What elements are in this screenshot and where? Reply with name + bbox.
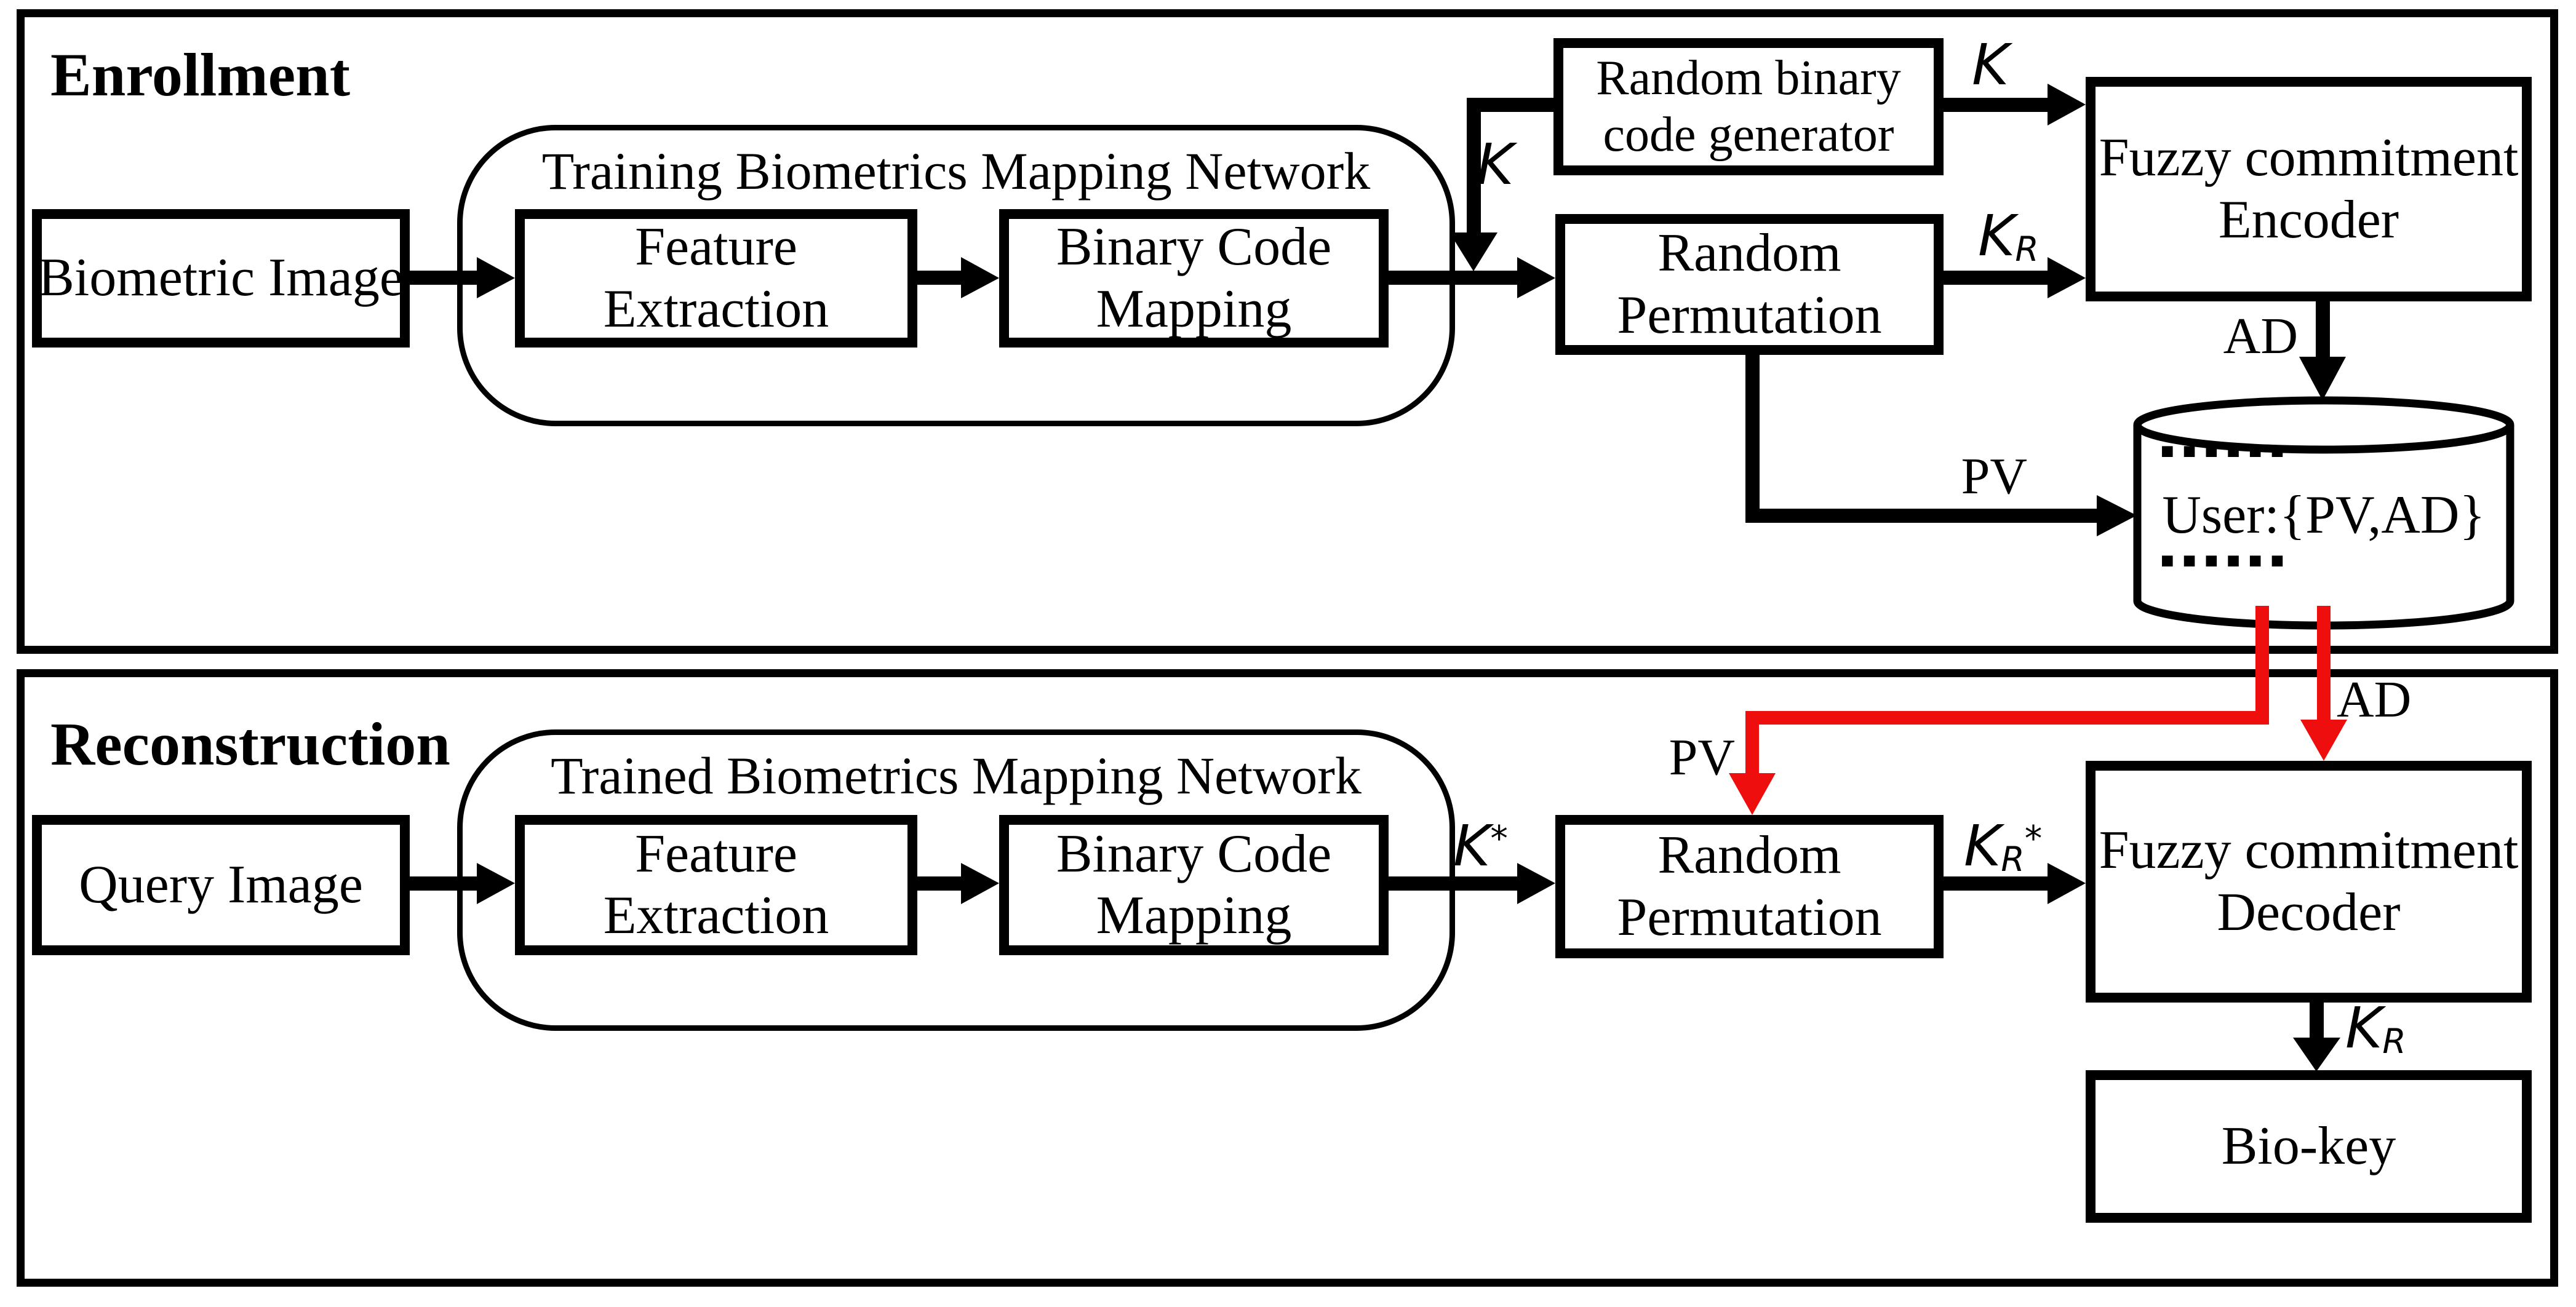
random-permutation-box-recon: Random Permutation [1555,815,1944,958]
arrowhead-fe-to-bcm-recon [961,863,999,904]
label-k-train: K [1477,132,1514,197]
training-network-label: Training Biometrics Mapping Network [541,141,1371,201]
arrowhead-generator-to-encoder [2048,84,2086,125]
fuzzy-commitment-decoder-box: Fuzzy commitment Decoder [2086,761,2532,1003]
black-connectors [410,84,2346,1071]
database-dots-bottom: ■■■■■■ [2161,552,2293,568]
red-arrowhead-pv [1729,773,1776,815]
enrollment-title: Enrollment [50,41,351,109]
red-ad-vertical-from-db [2317,606,2331,720]
feature-extraction-box-recon: Feature Extraction [515,815,917,955]
fuzzy-commitment-encoder-box: Fuzzy commitment Encoder [2086,77,2532,301]
label-k-to-encoder: K [1972,32,2009,98]
arrow-permutation-to-encoder [1944,271,2048,285]
arrow-generator-to-encoder [1944,98,2048,112]
random-binary-code-generator-box: Random binary code generator [1553,38,1944,175]
label-k-star: K* [1453,813,1508,879]
arrowhead-fe-to-bcm [961,257,999,298]
binary-code-mapping-box-recon: Binary Code Mapping [999,815,1389,955]
database-dots-top: ■■■■■■ [2161,443,2293,459]
arrowhead-permutation-to-decoder [2048,863,2086,904]
binary-code-mapping-box-enroll: Binary Code Mapping [999,209,1389,348]
label-pv-store: PV [1961,448,2027,505]
arrowhead-pv-to-database [2097,495,2137,536]
arrowhead-bcm-to-permutation [1517,257,1555,298]
arrow-bcm-to-permutation-recon [1389,876,1517,891]
arrowhead-encoder-to-database [2299,357,2346,400]
label-kr-output: KR [2345,995,2406,1062]
red-pv-horizontal [1745,711,2269,725]
red-arrowhead-ad [2300,720,2347,761]
database-cylinder [2133,396,2514,630]
pv-line-vertical [1745,355,1760,523]
arrowhead-decoder-to-biokey [2293,1038,2340,1071]
reconstruction-title: Reconstruction [50,710,450,778]
query-image-label: Query Image [79,854,363,915]
database-cylinder-top [2133,396,2514,454]
red-pv-drop [1745,711,1759,773]
k-train-line-horizontal [1467,98,1553,112]
label-ad-retrieved: AD [2337,671,2412,728]
arrow-biometric-to-fe [410,271,477,285]
biometric-image-box: Biometric Image [32,209,410,348]
bio-key-box: Bio-key [2086,1070,2532,1223]
random-permutation-box-enroll: Random Permutation [1555,214,1944,355]
arrow-decoder-to-biokey [2310,1003,2324,1038]
database-record: User:{PV,AD} [2162,485,2486,545]
label-kr-to-encoder: KR [1978,203,2039,269]
arrow-fe-to-bcm-recon [917,876,961,891]
label-ad-store: AD [2223,308,2298,365]
label-pv-retrieved: PV [1669,729,1735,786]
arrow-bcm-to-permutation [1389,271,1517,285]
k-train-line-vertical [1467,98,1481,232]
label-kr-star: KR* [1964,813,2043,880]
arrowhead-biometric-to-fe [477,257,515,298]
feature-extraction-box-enroll: Feature Extraction [515,209,917,348]
arrowhead-bcm-to-permutation-recon [1517,863,1555,904]
arrowhead-permutation-to-encoder [2048,257,2086,298]
arrowhead-k-train-down [1449,232,1497,271]
trained-network-label: Trained Biometrics Mapping Network [551,746,1362,805]
query-image-box: Query Image [32,815,410,955]
red-connectors [1729,606,2347,815]
red-pv-vertical-from-db [2255,606,2269,725]
arrow-permutation-to-decoder [1944,876,2048,891]
arrow-fe-to-bcm [917,271,961,285]
pv-line-horizontal [1745,509,2097,523]
bio-key-label: Bio-key [2221,1116,2396,1176]
biometric-image-label: Biometric Image [38,248,404,308]
arrowhead-query-to-fe [477,863,515,904]
arrow-query-to-fe [410,876,477,891]
arrow-encoder-to-database [2316,301,2330,357]
